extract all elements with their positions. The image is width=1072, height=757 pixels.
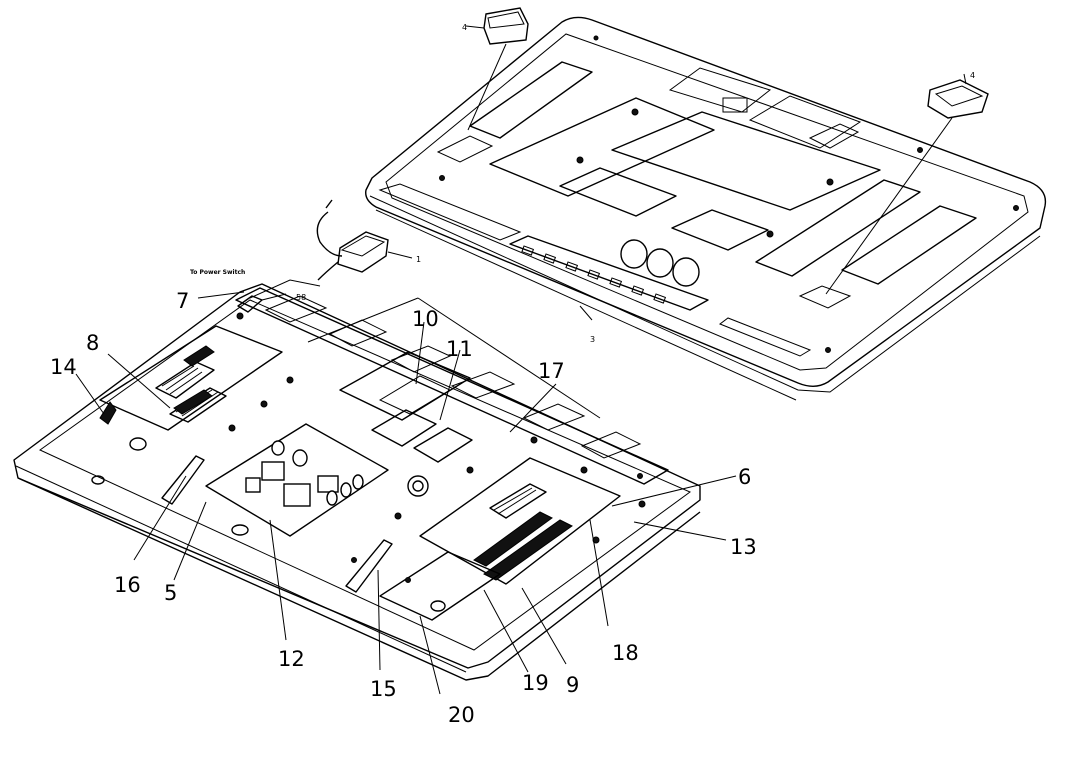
part-labels: 1 3 4 4 5 6 7 8 9 10 11 12 13 14 15 16 1… (50, 23, 975, 727)
label-9: 9 (566, 673, 579, 697)
label-13: 13 (730, 535, 757, 559)
label-6: 6 (738, 465, 751, 489)
label-17: 17 (538, 359, 565, 383)
label-15: 15 (370, 677, 397, 701)
label-19: 19 (522, 671, 549, 695)
rear-cover (365, 16, 1047, 401)
foot-bracket-right (825, 73, 989, 295)
label-11: 11 (446, 337, 473, 361)
label-4-left: 4 (462, 23, 467, 32)
label-7: 7 (176, 289, 189, 313)
label-14: 14 (50, 355, 77, 379)
label-4-right: 4 (970, 71, 975, 80)
label-12: 12 (278, 647, 305, 671)
label-10: 10 (412, 307, 439, 331)
label-18: 18 (612, 641, 639, 665)
label-5: 5 (164, 581, 177, 605)
label-20: 20 (448, 703, 475, 727)
label-1: 1 (416, 255, 421, 264)
label-3: 3 (590, 335, 595, 344)
label-8: 8 (86, 331, 99, 355)
power-switch-note: To Power Switch (190, 269, 245, 276)
label-16: 16 (114, 573, 141, 597)
chassis-panel (13, 279, 701, 681)
foot-bracket-left (465, 7, 529, 131)
label-58: 58 (296, 293, 306, 302)
leader-lines (75, 291, 737, 695)
power-supply-box (316, 199, 413, 281)
